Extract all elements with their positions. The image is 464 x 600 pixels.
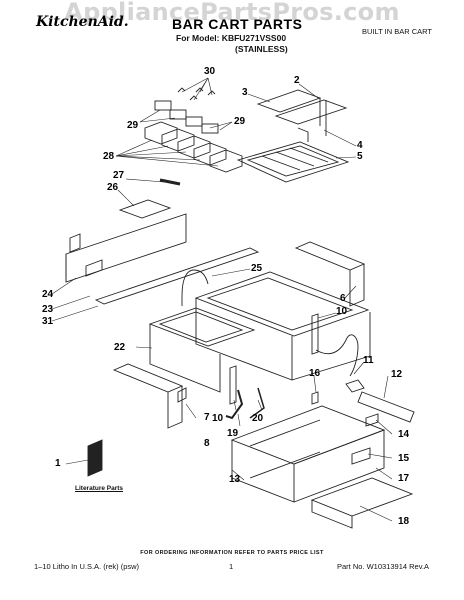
- cord-assembly-11: [315, 334, 365, 393]
- condiment-cups-29: [154, 100, 219, 134]
- watermark: AppliancePartsPros.com: [64, 0, 400, 26]
- callout-22: 22: [114, 342, 126, 353]
- faucet-25: [181, 269, 209, 297]
- callout-24: 24: [42, 289, 54, 300]
- callout-4: 4: [357, 140, 363, 151]
- callout-29-left: 29: [127, 120, 139, 131]
- callout-30: 30: [204, 66, 216, 77]
- callout-8: 8: [204, 438, 210, 449]
- document-type: BUILT IN BAR CART: [362, 27, 433, 36]
- callout-17: 17: [398, 473, 410, 484]
- callout-2: 2: [294, 75, 300, 86]
- callout-18: 18: [398, 516, 410, 527]
- callout-10-upper: 10: [336, 306, 348, 317]
- sink-basin-22: [148, 271, 371, 393]
- callout-13: 13: [229, 474, 241, 485]
- callout-11: 11: [363, 355, 374, 366]
- side-rail-8: [112, 363, 184, 429]
- literature-parts-label: Literature Parts: [75, 485, 124, 492]
- literature-icon: [87, 439, 103, 477]
- condiment-containers-28: [144, 121, 243, 173]
- leader-lines: [51, 77, 393, 522]
- handle-12: [357, 391, 415, 423]
- support-bracket-10: [311, 313, 319, 355]
- clip-parts-30: [177, 87, 216, 101]
- callout-10-lower: 10: [212, 413, 224, 424]
- drain-tube-19: [225, 389, 244, 420]
- callout-27: 27: [113, 170, 125, 181]
- part-number: Part No. W10313914 Rev.A: [337, 562, 429, 571]
- page-title: BAR CART PARTS: [172, 16, 303, 32]
- callout-3: 3: [242, 87, 248, 98]
- callout-12: 12: [391, 369, 403, 380]
- drain-fitting-20: [249, 387, 265, 419]
- rear-panel-assembly: [65, 213, 260, 305]
- callout-28: 28: [103, 151, 115, 162]
- callout-20: 20: [252, 413, 264, 424]
- brand-logo: KitchenAid.: [36, 14, 129, 30]
- drawer-18: [310, 477, 414, 529]
- ordering-note: FOR ORDERING INFORMATION REFER TO PARTS …: [140, 550, 324, 556]
- callout-31: 31: [42, 316, 54, 327]
- callout-15: 15: [398, 453, 410, 464]
- callout-23: 23: [42, 304, 54, 315]
- callout-7: 7: [204, 412, 210, 423]
- litho-info: 1–10 Litho In U.S.A. (rek) (psw): [34, 562, 140, 571]
- callout-14: 14: [398, 429, 410, 440]
- callout-5: 5: [357, 151, 363, 162]
- fitting-27: [159, 178, 181, 186]
- callout-1: 1: [55, 458, 61, 469]
- callout-26: 26: [107, 182, 119, 193]
- model-line: For Model: KBFU271VSS00: [176, 33, 287, 43]
- callout-6: 6: [340, 293, 346, 304]
- variant-label: (STAINLESS): [235, 44, 288, 54]
- callout-29-right: 29: [234, 116, 246, 127]
- page-number: 1: [229, 562, 234, 571]
- side-rail-6: [294, 241, 366, 307]
- condiment-tray-5: [236, 141, 350, 183]
- callout-16: 16: [309, 368, 321, 379]
- access-panel-26: [118, 199, 172, 219]
- cart-frame-13: [230, 405, 386, 503]
- callout-19: 19: [227, 428, 239, 439]
- cutting-board-assembly: [256, 89, 348, 142]
- callout-25: 25: [251, 263, 263, 274]
